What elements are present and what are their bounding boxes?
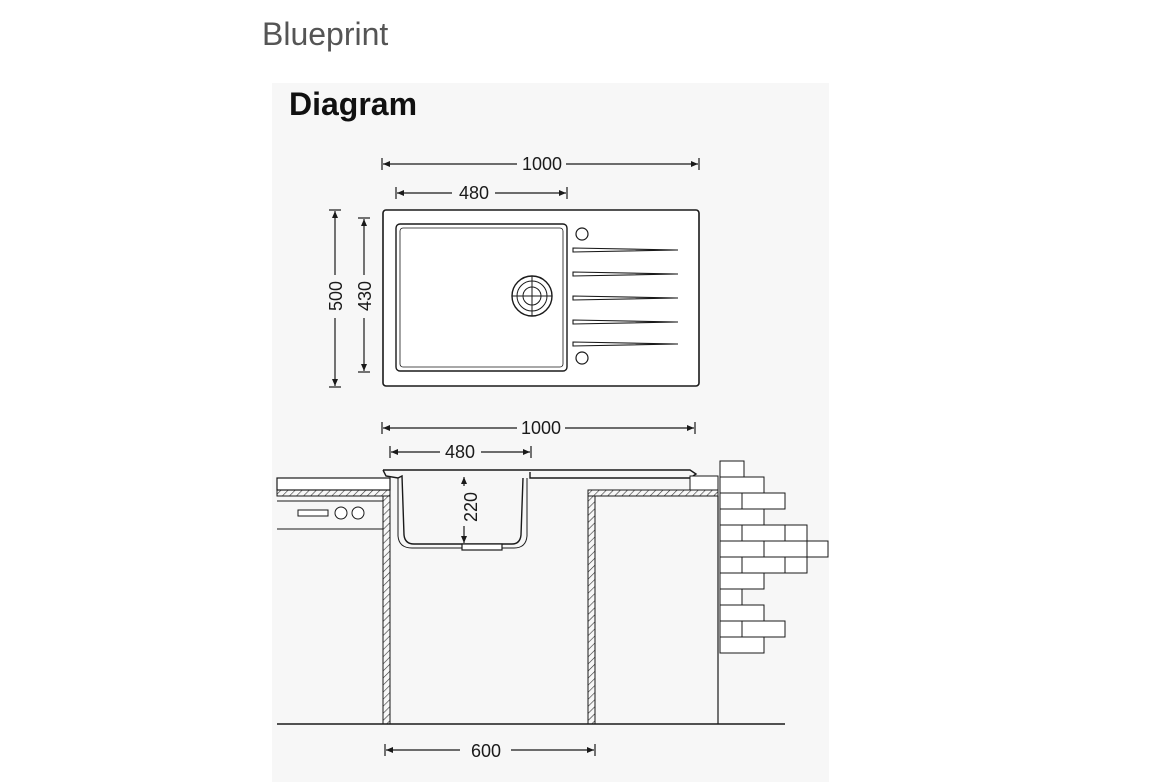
dim-label-side-220: 220 <box>461 492 481 522</box>
dim-side-width-bowl: 480 <box>389 442 532 462</box>
dim-label-top-500: 500 <box>326 281 346 311</box>
sink-bowl-top <box>395 223 568 372</box>
countertop-right <box>587 489 719 497</box>
drain-side <box>461 543 503 551</box>
drain-top <box>511 275 553 317</box>
dim-side-width-total: 1000 <box>381 418 696 438</box>
brick-wall <box>719 460 829 654</box>
tap-hole-top <box>575 227 589 241</box>
tap-hole-bottom <box>575 351 589 365</box>
dim-top-width-bowl: 480 <box>395 183 568 203</box>
dim-label-top-480: 480 <box>459 183 489 203</box>
countertop-left <box>276 477 391 491</box>
side-view: 1000 480 220 <box>276 418 829 761</box>
dim-label-side-600: 600 <box>471 741 501 761</box>
sink-profile-side <box>382 469 698 545</box>
appliance-controls <box>277 500 383 530</box>
top-view: 1000 480 500 430 <box>326 154 700 388</box>
diagram-panel <box>272 83 829 782</box>
dim-side-cabinet-width: 600 <box>384 741 596 761</box>
cabinet-wall-left <box>382 495 391 725</box>
diagram-heading: Diagram <box>289 86 418 122</box>
dim-top-height-total: 500 <box>326 209 346 388</box>
dim-top-height-bowl: 430 <box>355 217 375 373</box>
dim-label-side-480: 480 <box>445 442 475 462</box>
page-title: Blueprint <box>262 16 389 52</box>
dim-label-side-1000: 1000 <box>521 418 561 438</box>
dim-top-width-total: 1000 <box>381 154 700 174</box>
dim-side-depth-bowl: 220 <box>461 477 481 543</box>
dim-label-top-1000: 1000 <box>522 154 562 174</box>
cabinet-wall-right <box>587 495 596 725</box>
dim-label-top-430: 430 <box>355 281 375 311</box>
drainer-grooves <box>572 247 679 347</box>
